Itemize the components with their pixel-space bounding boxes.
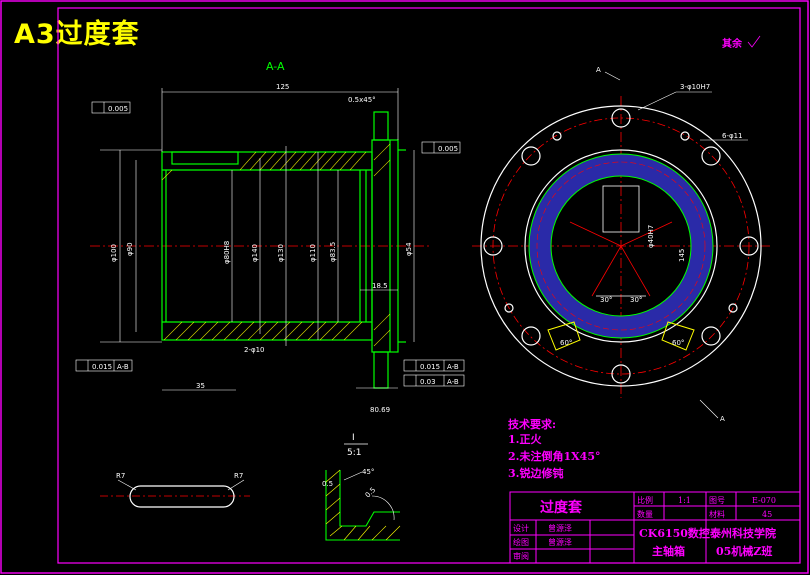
inner-border bbox=[57, 7, 801, 564]
datum-1: A-B bbox=[117, 363, 129, 371]
view-arrow-top: A bbox=[596, 66, 601, 74]
detail-dim-05a: 0.5 bbox=[322, 480, 333, 488]
tol-5: 0.03 bbox=[420, 378, 436, 386]
datum-2: A-B bbox=[447, 363, 459, 371]
detail-view: I 5:1 0.5 0.5 45° bbox=[322, 433, 401, 541]
page-title: A3过度套 bbox=[14, 19, 140, 50]
tb-design-label: 设计 bbox=[513, 523, 529, 533]
tol-1: 0.005 bbox=[108, 105, 128, 113]
outer-flange-circle bbox=[480, 105, 762, 387]
tb-school: 泰州科技学院 bbox=[709, 526, 776, 540]
dim-145: 145 bbox=[678, 249, 686, 262]
tb-qty-label: 数量 bbox=[637, 509, 653, 519]
tb-part-name: 过度套 bbox=[540, 499, 582, 516]
tb-scale-label: 比例 bbox=[637, 495, 653, 505]
tb-design-name: 曾源泽 bbox=[548, 523, 572, 533]
tol-2: 0.005 bbox=[438, 145, 458, 153]
other-roughness-note: 其余 bbox=[722, 37, 743, 50]
slot-radius-left: R7 bbox=[116, 472, 125, 480]
dim-d7: φ83.5 bbox=[329, 242, 337, 262]
tb-draw-label: 绘图 bbox=[513, 537, 529, 547]
section-view: A-A bbox=[75, 60, 465, 414]
slot-radius-right: R7 bbox=[234, 472, 243, 480]
tol-4: 0.015 bbox=[420, 363, 440, 371]
detail-dim-45: 45° bbox=[362, 468, 374, 476]
dim-length-total: 125 bbox=[276, 83, 289, 91]
end-view: 30° 30° 60° 60° φ40H7 145 3-φ10H7 6-φ11 … bbox=[472, 35, 770, 423]
tb-scale-value: 1:1 bbox=[678, 496, 691, 505]
dim-chamfer: 0.5x45° bbox=[348, 96, 376, 104]
view-arrow-bottom: A bbox=[720, 415, 725, 423]
dim-d8: φ54 bbox=[405, 242, 413, 256]
tech-requirements: 技术要求: 1.正火 2.未注倒角1X45° 3.锐边修钝 bbox=[508, 417, 600, 480]
bolt-circle bbox=[492, 117, 750, 375]
tol-3: 0.015 bbox=[92, 363, 112, 371]
dim-d4: φ140 bbox=[251, 244, 259, 262]
roughness-symbol bbox=[747, 35, 761, 48]
dim-w80: 80.69 bbox=[370, 406, 390, 414]
angle-30-left: 30° bbox=[600, 296, 612, 304]
section-label: A-A bbox=[266, 60, 285, 73]
callout-hole-h7: 3-φ10H7 bbox=[680, 83, 710, 91]
angle-30-right: 30° bbox=[630, 296, 642, 304]
angle-60-right: 60° bbox=[672, 339, 684, 347]
dim-d3: φ80H8 bbox=[223, 241, 231, 264]
tech-item-1: 1.正火 bbox=[508, 433, 542, 446]
angle-60-left: 60° bbox=[560, 339, 572, 347]
tech-item-3: 3.锐边修钝 bbox=[508, 466, 563, 480]
tb-drawing-no-label: 图号 bbox=[709, 496, 725, 505]
datum-3: A-B bbox=[447, 378, 459, 386]
tb-review-label: 审阅 bbox=[513, 551, 529, 561]
tb-material-value: 45 bbox=[762, 510, 772, 519]
dim-hole-dia: φ40H7 bbox=[647, 225, 655, 248]
slot-view: R7 R7 bbox=[100, 472, 250, 508]
dim-d6: φ110 bbox=[309, 244, 317, 262]
tb-drawing-no-value: E-070 bbox=[752, 496, 776, 505]
dim-w35: 35 bbox=[196, 382, 205, 390]
callout-hole-small: 6-φ11 bbox=[722, 132, 743, 140]
tb-material-label: 材料 bbox=[709, 509, 725, 519]
dim-d1: φ100 bbox=[110, 244, 118, 262]
dim-r2: 2-φ10 bbox=[244, 346, 265, 354]
dim-w18: 18.5 bbox=[372, 282, 388, 290]
tb-machine: CK6150数控 bbox=[639, 526, 710, 540]
tb-class: 05机械Z班 bbox=[716, 544, 772, 558]
detail-scale: 5:1 bbox=[347, 448, 361, 458]
hatched-ring bbox=[529, 154, 713, 338]
title-block bbox=[509, 491, 801, 564]
detail-label: I bbox=[352, 433, 355, 443]
dim-d5: φ130 bbox=[277, 244, 285, 262]
detail-dim-05b: 0.5 bbox=[364, 486, 378, 500]
tech-title: 技术要求: bbox=[508, 417, 556, 431]
dim-d2: φ90 bbox=[126, 242, 134, 256]
tb-draw-name: 曾源泽 bbox=[548, 537, 572, 547]
tb-assembly: 主轴箱 bbox=[652, 544, 685, 558]
tech-item-2: 2.未注倒角1X45° bbox=[508, 449, 600, 463]
